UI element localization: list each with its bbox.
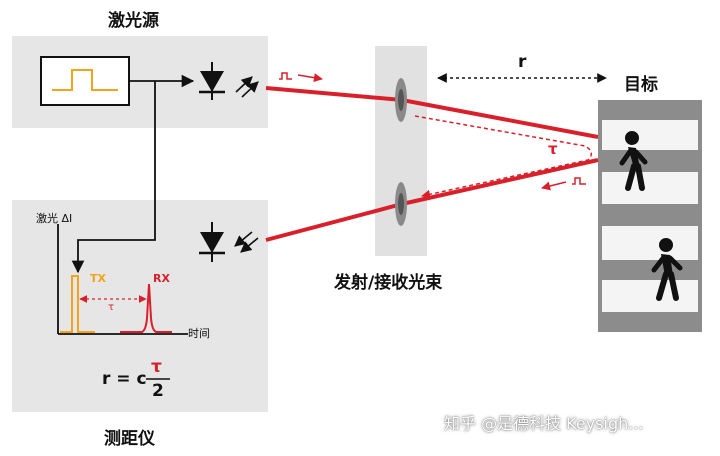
emitted-beam xyxy=(265,86,599,139)
distance-label: r xyxy=(518,52,527,72)
pedestrian-icon xyxy=(619,131,648,191)
rangefinder-panel xyxy=(12,200,268,412)
tx-label: TX xyxy=(90,272,106,285)
pulse-waveform xyxy=(52,69,118,91)
y-axis-label: 激光 ΔI xyxy=(36,212,73,225)
x-axis-label: 时间 xyxy=(188,327,210,340)
formula-lhs: r = c xyxy=(102,369,147,389)
target-label: 目标 xyxy=(624,75,658,95)
wire-to-rangefinder xyxy=(71,81,156,274)
returned-beam xyxy=(265,158,599,242)
receive-lens-icon xyxy=(395,182,407,226)
beam-label: 发射/接收光束 xyxy=(334,273,443,293)
return-pulse-icon xyxy=(541,177,586,191)
transmit-lens-icon xyxy=(395,78,407,122)
target-stripe xyxy=(602,280,698,312)
laser-source-label: 激光源 xyxy=(108,11,159,31)
laser-diode-icon xyxy=(199,62,259,100)
time-of-flight-path xyxy=(414,115,593,199)
watermark: 知乎 @是德科技 Keysigh... xyxy=(444,414,644,433)
photodiode-icon xyxy=(199,222,259,262)
rx-label: RX xyxy=(153,272,170,285)
formula-denominator: 2 xyxy=(152,381,164,401)
pedestrian-icon xyxy=(651,238,683,301)
outgoing-pulse-icon xyxy=(279,72,323,83)
tx-pulse xyxy=(60,275,95,333)
pulse-tau-label: τ xyxy=(108,302,115,313)
formula-numerator: τ xyxy=(151,357,162,377)
pulse-generator-box xyxy=(40,56,130,106)
target-stripe xyxy=(602,172,698,204)
rx-pulse xyxy=(120,283,172,333)
target-stripe xyxy=(602,120,698,150)
target-stripe xyxy=(602,226,698,260)
beam-tau-label: τ xyxy=(548,140,558,158)
rangefinder-label: 测距仪 xyxy=(104,429,155,449)
